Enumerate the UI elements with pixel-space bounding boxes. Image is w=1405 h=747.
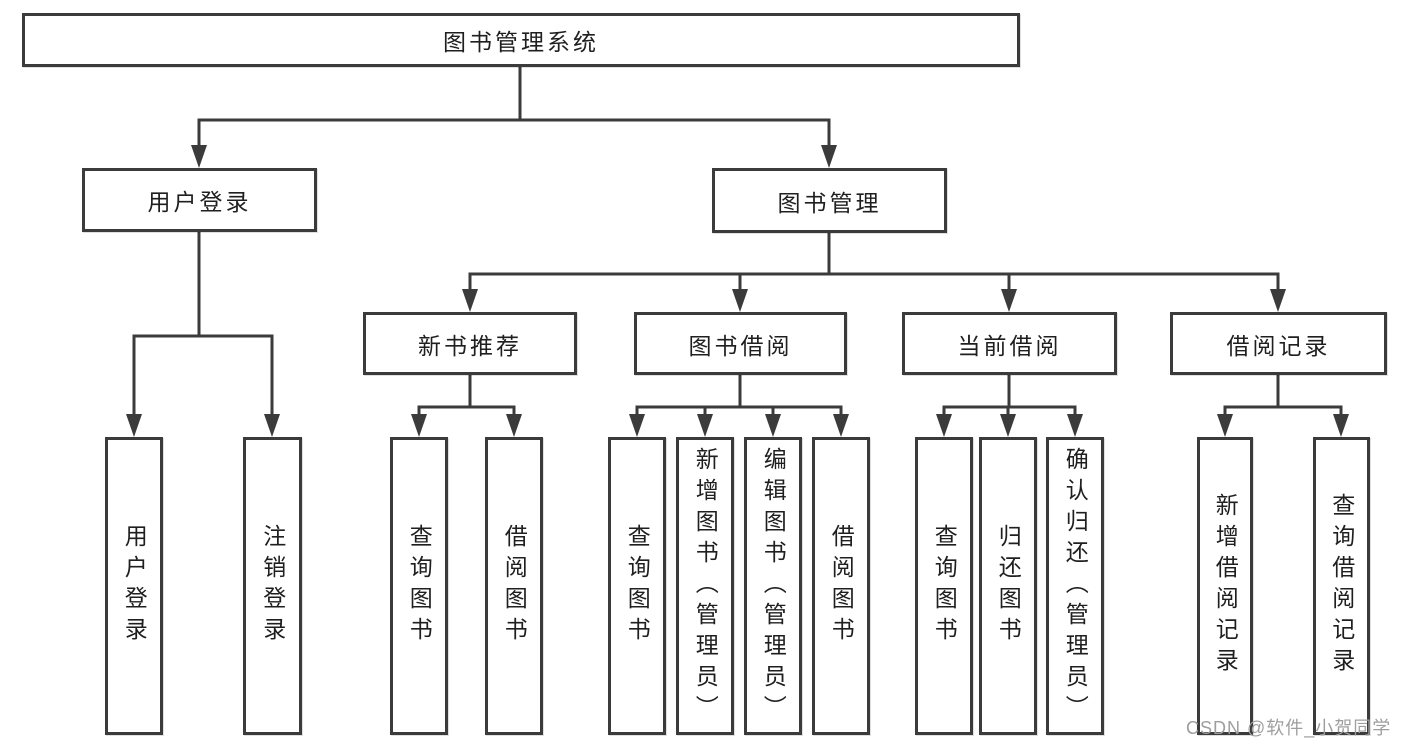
- arrowhead-icon: [697, 414, 713, 437]
- arrowhead-icon: [506, 414, 522, 437]
- arrowhead-icon: [732, 289, 748, 312]
- leaf-add-borrow-record: 新增借阅记录: [1197, 437, 1253, 735]
- node-book-borrow: 图书借阅: [634, 312, 847, 375]
- leaf-query-borrow-record: 查询借阅记录: [1313, 437, 1370, 735]
- connector-current-borrow-to-leaves: [936, 375, 1083, 437]
- node-current-borrow: 当前借阅: [902, 312, 1117, 375]
- node-label: 归还图书: [995, 524, 1022, 648]
- arrowhead-icon: [1333, 414, 1349, 437]
- arrowhead-icon: [462, 289, 478, 312]
- node-book-management: 图书管理: [712, 168, 947, 233]
- connector-line: [942, 375, 1077, 418]
- connector-book-borrow-to-leaves: [629, 375, 849, 437]
- node-label: 借阅图书: [828, 524, 855, 648]
- node-label: 图书借阅: [688, 332, 793, 359]
- node-label: 确认归还（管理员）: [1062, 446, 1089, 726]
- node-borrow-records: 借阅记录: [1170, 312, 1387, 375]
- node-label: 借阅记录: [1226, 332, 1331, 359]
- connector-root-to-level2: [191, 67, 837, 168]
- node-label: 查询图书: [406, 524, 433, 648]
- node-label: 借阅图书: [501, 524, 528, 648]
- arrowhead-icon: [629, 414, 645, 437]
- csdn-watermark: CSDN @软件_小贺同学: [1186, 718, 1392, 738]
- arrowhead-icon: [1067, 414, 1083, 437]
- arrowhead-icon: [1217, 414, 1233, 437]
- arrowhead-icon: [191, 145, 207, 168]
- node-label: 查询图书: [624, 524, 651, 648]
- connector-line: [635, 375, 843, 418]
- leaf-query-books-borrow: 查询图书: [608, 437, 666, 735]
- arrowhead-icon: [1270, 289, 1286, 312]
- connector-line: [197, 67, 831, 150]
- node-label: 注销登录: [259, 524, 286, 648]
- connector-borrow-records-to-leaves: [1217, 375, 1349, 437]
- node-label: 用户登录: [121, 524, 148, 648]
- arrowhead-icon: [1001, 289, 1017, 312]
- connector-line: [468, 233, 1280, 293]
- node-label: 编辑图书（管理员）: [760, 446, 787, 726]
- arrowhead-icon: [765, 414, 781, 437]
- leaf-user-login: 用户登录: [105, 437, 163, 735]
- node-label: 用户登录: [147, 189, 252, 215]
- node-label: 查询图书: [931, 524, 958, 648]
- arrowhead-icon: [411, 414, 427, 437]
- node-label: 新书推荐: [418, 332, 522, 359]
- node-label: 查询借阅记录: [1328, 493, 1355, 679]
- connector-line: [417, 375, 516, 418]
- node-new-book-recommend: 新书推荐: [363, 312, 577, 375]
- leaf-add-books-admin: 新增图书（管理员）: [676, 437, 734, 735]
- arrowhead-icon: [936, 414, 952, 437]
- connector-book-management-to-level3: [462, 233, 1286, 312]
- arrowhead-icon: [1000, 414, 1016, 437]
- node-label: 新增借阅记录: [1212, 493, 1239, 679]
- connector-user-login-to-leaves: [126, 232, 280, 437]
- arrowhead-icon: [126, 414, 142, 437]
- connector-new-book-to-leaves: [411, 375, 522, 437]
- leaf-return-books: 归还图书: [979, 437, 1037, 735]
- node-label: 图书管理系统: [443, 29, 599, 55]
- leaf-query-books-current: 查询图书: [915, 437, 973, 735]
- connector-line: [132, 232, 274, 418]
- leaf-confirm-return-admin: 确认归还（管理员）: [1046, 437, 1104, 735]
- node-user-login: 用户登录: [82, 168, 317, 232]
- leaf-logout: 注销登录: [243, 437, 302, 735]
- node-label: 图书管理: [777, 189, 882, 216]
- leaf-edit-books-admin: 编辑图书（管理员）: [744, 437, 802, 735]
- leaf-query-books-newbook: 查询图书: [390, 437, 448, 735]
- leaf-borrow-books: 借阅图书: [812, 437, 870, 735]
- leaf-borrow-books-newbook: 借阅图书: [485, 437, 543, 735]
- arrowhead-icon: [833, 414, 849, 437]
- node-label: 新增图书（管理员）: [692, 446, 719, 726]
- node-root-system: 图书管理系统: [22, 13, 1020, 67]
- arrowhead-icon: [821, 145, 837, 168]
- arrowhead-icon: [264, 414, 280, 437]
- connector-line: [1223, 375, 1343, 418]
- node-label: 当前借阅: [957, 332, 1062, 359]
